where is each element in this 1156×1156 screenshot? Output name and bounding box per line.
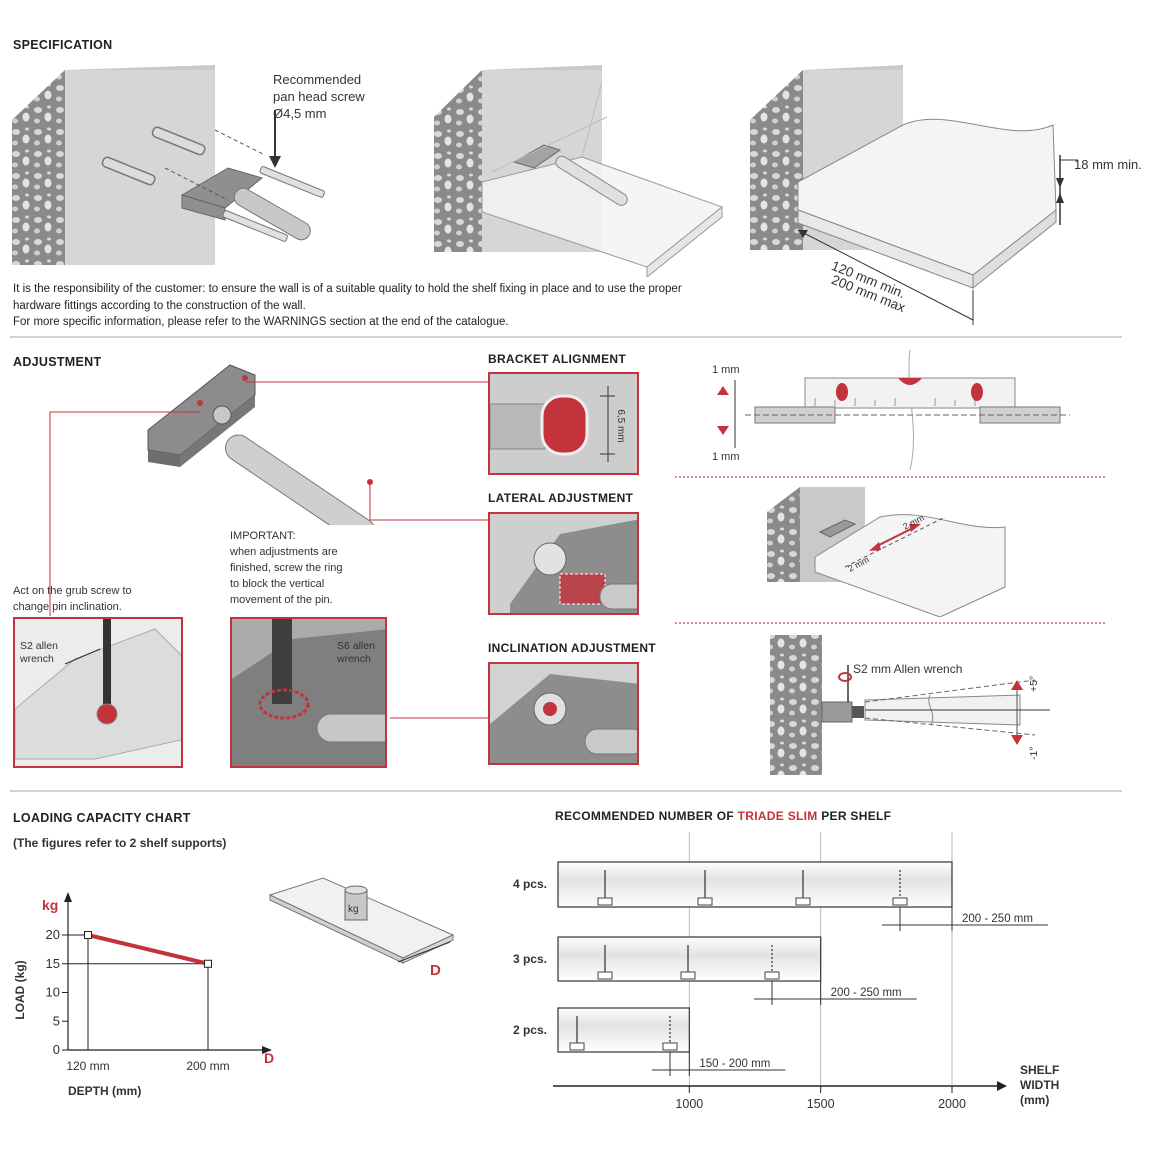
important-note-line-3: finished, screw the ring [230,562,343,574]
load-chart-xlabel: DEPTH (mm) [68,1084,141,1098]
shelf-weight-illustration: kg D [268,877,455,979]
load-chart-ytick-label: 10 [46,985,60,1000]
disclaimer-line-3: For more specific information, please re… [13,316,509,328]
grub-note-line-2: change pin inclination. [13,601,122,613]
lateral-adjustment-title: LATERAL ADJUSTMENT [488,491,634,505]
load-chart-point [84,931,92,939]
rec-chart-edge-distance: 200 - 250 mm [831,987,902,999]
recommended-title: RECOMMENDED NUMBER OF TRIADE SLIM PER SH… [555,809,891,823]
load-chart-ylabel: LOAD (kg) [13,960,27,1019]
rec-chart-support [892,897,908,906]
s6-wrench-line-1: S6 allen [337,640,375,652]
grub-note-line-1: Act on the grub screw to [13,585,132,597]
slot-dimension-label: 6,5 mm [615,409,626,442]
inclination-adjustment-title: INCLINATION ADJUSTMENT [488,641,656,655]
dotted-divider-1 [675,476,1105,478]
rec-chart-xtick-label: 1000 [675,1097,703,1111]
load-chart-ytick-label: 5 [53,1013,60,1028]
thickness-note: 18 mm min. [1074,157,1142,172]
recommended-title-suffix: PER SHELF [817,809,892,823]
rec-chart-support [795,897,811,906]
important-note: IMPORTANT: when adjustments are finished… [230,528,343,608]
load-chart-xtick-label: 120 mm [66,1059,109,1073]
important-note-line-1: IMPORTANT: [230,530,296,542]
screw-note-line-1: Recommended [273,72,362,87]
rec-chart-xtick-label: 1500 [807,1097,835,1111]
section-divider-2 [10,790,1122,792]
rec-chart-support [597,897,613,906]
s6-wrench-label: S6 allen wrench [337,640,375,666]
shelf-depth-letter: D [430,962,441,979]
grub-note: Act on the grub screw to change pin incl… [13,583,132,615]
recommended-title-prefix: RECOMMENDED NUMBER OF [555,809,738,823]
disclaimer: It is the responsibility of the customer… [13,281,803,331]
shelf-dimensions-illustration [750,65,1078,325]
rec-chart-row-label: 3 pcs. [513,952,547,966]
specification-title: SPECIFICATION [13,38,113,52]
screw-note: Recommended pan head screw Ø4,5 mm [273,71,365,122]
load-chart-ytick-label: 0 [53,1042,60,1057]
load-chart-series-line [87,933,209,966]
loading-capacity-chart: kg 0 5 10 15 20 120 mm 200 mm D LOAD (kg) DEP… [13,892,274,1098]
rec-chart-edge-distance: 200 - 250 mm [962,913,1033,925]
disclaimer-line-1: It is the responsibility of the customer… [13,283,682,295]
rec-chart-support [764,971,780,980]
rec-chart-support [680,971,696,980]
section-divider-1 [10,336,1122,338]
important-note-line-4: to block the vertical [230,578,325,590]
vertical-adjustment-illustration [717,350,1070,470]
rec-chart-edge-distance: 150 - 200 mm [699,1058,770,1070]
angle-down-label: -1° [1028,746,1040,760]
disclaimer-line-2: hardware fittings according to the const… [13,299,306,312]
rec-chart-support [569,1042,585,1051]
vertical-range-bottom: 1 mm [712,451,740,463]
recommended-title-brand: TRIADE SLIM [737,809,818,823]
s2-wrench-line-2: wrench [20,653,54,665]
grub-screw-detail [13,617,183,768]
recommended-supports-chart: 4 pcs. 200 - 250 mm 3 pcs. 200 - 250 mm 2 pc… [513,832,1059,1111]
s6-wrench-line-2: wrench [337,653,371,665]
rec-chart-shelf-bar [557,861,953,908]
angle-up-label: +5° [1028,676,1040,692]
load-chart-xtick-label: 200 mm [186,1059,229,1073]
s2-wrench-label: S2 allen wrench [20,640,58,666]
wall-drilling-illustration [12,65,325,265]
loading-chart-title: LOADING CAPACITY CHART [13,811,191,825]
rec-chart-support [662,1042,678,1051]
bracket-alignment-detail: 6,5 mm [488,372,639,475]
load-chart-unit-label: kg [42,897,58,913]
ring-lock-detail [230,617,387,768]
rec-chart-support [597,971,613,980]
s2-wrench-line-1: S2 allen [20,640,58,652]
rec-chart-support [697,897,713,906]
vertical-range-top: 1 mm [712,364,740,376]
weight-label: kg [348,904,359,915]
lateral-adjustment-illustration: 2 mm 2 mm [767,487,1006,617]
loading-chart-subtitle: (The figures refer to 2 shelf supports) [13,836,227,850]
important-note-line-2: when adjustments are [230,546,338,558]
load-chart-d-label: D [264,1050,274,1066]
shelf-mounting-illustration [434,65,724,277]
screw-note-line-2: pan head screw [273,89,365,104]
load-chart-ytick-label: 15 [46,956,60,971]
load-chart-point [204,959,212,968]
allen-wrench-label: S2 mm Allen wrench [853,662,963,676]
connector-lines [49,381,488,719]
rec-chart-row-label: 2 pcs. [513,1023,547,1037]
load-chart-ytick-label: 20 [46,927,60,942]
inclination-adjustment-detail [488,662,639,765]
screw-note-line-3: Ø4,5 mm [273,106,327,121]
inclination-illustration: +5° -1° [770,635,1050,775]
lateral-adjustment-detail [488,512,639,615]
important-note-line-5: movement of the pin. [230,594,333,606]
adjustment-title: ADJUSTMENT [13,355,102,369]
rec-chart-row-label: 4 pcs. [513,877,547,891]
dotted-divider-2 [675,622,1105,624]
rec-chart-xtick-label: 2000 [938,1097,966,1111]
bracket-alignment-title: BRACKET ALIGNMENT [488,352,626,366]
